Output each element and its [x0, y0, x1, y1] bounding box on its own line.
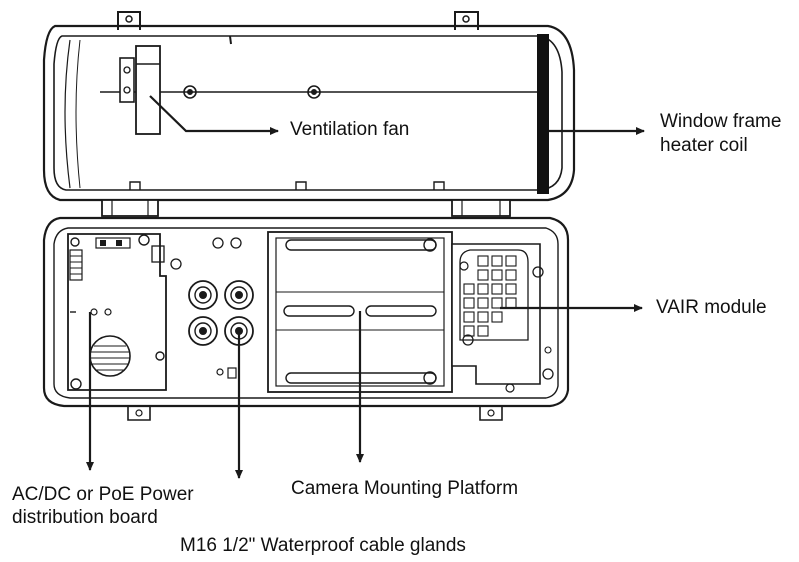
- label-window-frame-heater-line2: heater coil: [660, 135, 748, 156]
- housing-lid: [42, 11, 576, 217]
- label-window-frame-heater-line1: Window frame: [660, 111, 782, 132]
- leader-ventilation-fan: [149, 95, 279, 135]
- label-cable-glands: M16 1/2" Waterproof cable glands: [180, 535, 466, 556]
- callout-lines: [86, 95, 645, 479]
- label-power-board-line1: AC/DC or PoE Power: [12, 484, 194, 505]
- housing-base: [42, 216, 570, 421]
- label-power-board-line2: distribution board: [12, 507, 158, 528]
- label-ventilation-fan: Ventilation fan: [290, 119, 410, 140]
- label-vair-module: VAIR module: [656, 297, 767, 318]
- label-camera-platform: Camera Mounting Platform: [291, 478, 519, 499]
